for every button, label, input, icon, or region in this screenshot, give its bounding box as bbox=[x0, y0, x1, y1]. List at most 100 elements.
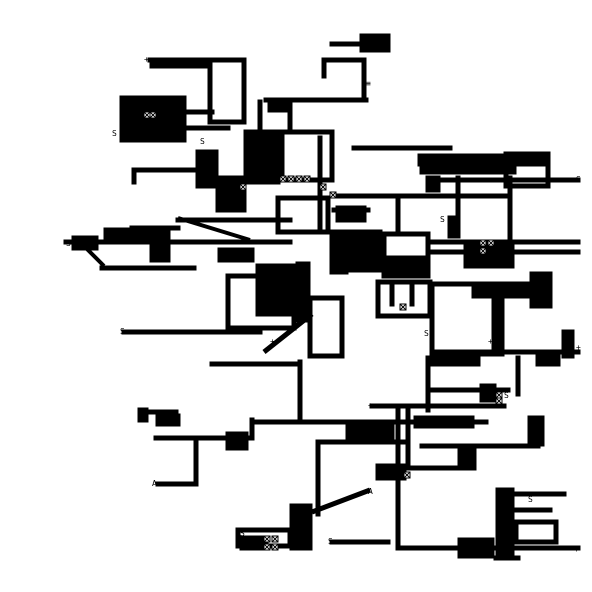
room-wall bbox=[339, 295, 345, 359]
corridor-v bbox=[317, 135, 323, 231]
room-wall bbox=[275, 195, 281, 235]
corridor-h bbox=[331, 193, 511, 199]
wall-block bbox=[243, 129, 281, 185]
room-wall bbox=[207, 119, 247, 125]
crate-icon bbox=[143, 111, 151, 119]
corridor-h bbox=[263, 97, 369, 103]
wall-block bbox=[429, 349, 481, 367]
room-wall bbox=[375, 279, 433, 285]
corridor-h bbox=[429, 239, 581, 245]
corridor-h bbox=[63, 239, 293, 245]
start-marker: S bbox=[576, 175, 581, 184]
start-marker: S bbox=[504, 391, 509, 400]
door-marker: + bbox=[344, 265, 349, 274]
start-marker: S bbox=[328, 537, 333, 546]
room-wall bbox=[225, 273, 297, 279]
door-marker: + bbox=[368, 401, 373, 410]
room-wall bbox=[287, 527, 293, 549]
wall-block bbox=[447, 215, 461, 239]
corridor-h bbox=[183, 125, 231, 131]
wall-block bbox=[479, 383, 497, 403]
corridor-h bbox=[403, 465, 477, 471]
wall-block bbox=[375, 463, 407, 481]
room-wall bbox=[375, 313, 433, 319]
corridor-v bbox=[425, 355, 431, 413]
wall-block bbox=[149, 225, 171, 263]
crate-icon bbox=[263, 543, 271, 551]
start-marker: S bbox=[424, 329, 429, 338]
corridor-h bbox=[495, 491, 567, 497]
wall-block bbox=[535, 351, 561, 367]
wall-block bbox=[335, 205, 367, 223]
door-marker: + bbox=[488, 337, 493, 346]
corridor-h bbox=[99, 265, 197, 271]
corridor-h bbox=[513, 507, 553, 513]
wall-block bbox=[149, 57, 209, 69]
wall-block bbox=[463, 243, 515, 269]
wall-block bbox=[561, 329, 575, 359]
room-wall bbox=[545, 151, 551, 189]
crate-icon bbox=[295, 175, 303, 183]
room-wall bbox=[225, 325, 297, 331]
corridor-v bbox=[409, 279, 415, 307]
corridor-v bbox=[131, 167, 137, 185]
door-marker: + bbox=[576, 343, 581, 352]
start-marker: S bbox=[278, 99, 283, 108]
wall-block bbox=[471, 281, 553, 299]
wall-block bbox=[491, 295, 503, 357]
corridor-h bbox=[121, 329, 263, 335]
altar-marker: A bbox=[368, 487, 373, 496]
crate-icon bbox=[487, 239, 495, 247]
wall-block bbox=[155, 413, 181, 427]
start-marker: S bbox=[240, 529, 245, 538]
door-marker: + bbox=[144, 55, 149, 64]
room-wall bbox=[275, 195, 331, 201]
room-wall bbox=[279, 129, 335, 135]
room-wall bbox=[307, 353, 345, 359]
corridor-h bbox=[493, 555, 521, 561]
corridor-v bbox=[193, 435, 199, 485]
corridor-h bbox=[175, 217, 293, 223]
room-wall bbox=[513, 519, 519, 545]
corridor-v bbox=[389, 279, 395, 307]
corridor-v bbox=[225, 279, 231, 333]
corridor-v bbox=[297, 359, 303, 421]
crate-icon bbox=[399, 303, 407, 311]
door-marker: + bbox=[270, 337, 275, 346]
wall-block bbox=[457, 537, 495, 559]
corridor-v bbox=[249, 417, 255, 439]
room-wall bbox=[503, 151, 551, 157]
room-wall bbox=[241, 57, 247, 125]
map-walls bbox=[63, 33, 581, 561]
corridor-v bbox=[405, 403, 411, 471]
corridor-diag bbox=[84, 246, 106, 268]
room-wall bbox=[307, 295, 313, 359]
room-wall bbox=[503, 151, 509, 189]
corridor-h bbox=[369, 403, 507, 409]
room-wall bbox=[427, 279, 433, 319]
corridor-h bbox=[179, 109, 215, 115]
room-wall bbox=[279, 129, 285, 183]
wall-block bbox=[495, 487, 515, 559]
crate-icon bbox=[263, 535, 271, 543]
corridor-v bbox=[361, 57, 367, 101]
wall-block bbox=[457, 447, 477, 467]
room-wall bbox=[291, 273, 297, 331]
start-marker: S bbox=[66, 239, 71, 248]
room-wall bbox=[325, 195, 331, 235]
room-wall bbox=[553, 519, 559, 545]
corridor-h bbox=[329, 269, 349, 275]
start-marker: S bbox=[112, 129, 117, 138]
wall-block bbox=[419, 165, 517, 175]
crate-icon bbox=[495, 391, 503, 399]
wall-block bbox=[239, 535, 269, 551]
room-wall bbox=[207, 57, 247, 63]
wall-block bbox=[345, 423, 395, 441]
crate-icon bbox=[319, 183, 327, 191]
wall-block bbox=[71, 235, 99, 251]
start-marker: S bbox=[120, 327, 125, 336]
corridor-h bbox=[419, 443, 541, 449]
crate-icon bbox=[271, 535, 279, 543]
wall-block bbox=[425, 175, 441, 193]
corridor-h bbox=[351, 145, 453, 151]
